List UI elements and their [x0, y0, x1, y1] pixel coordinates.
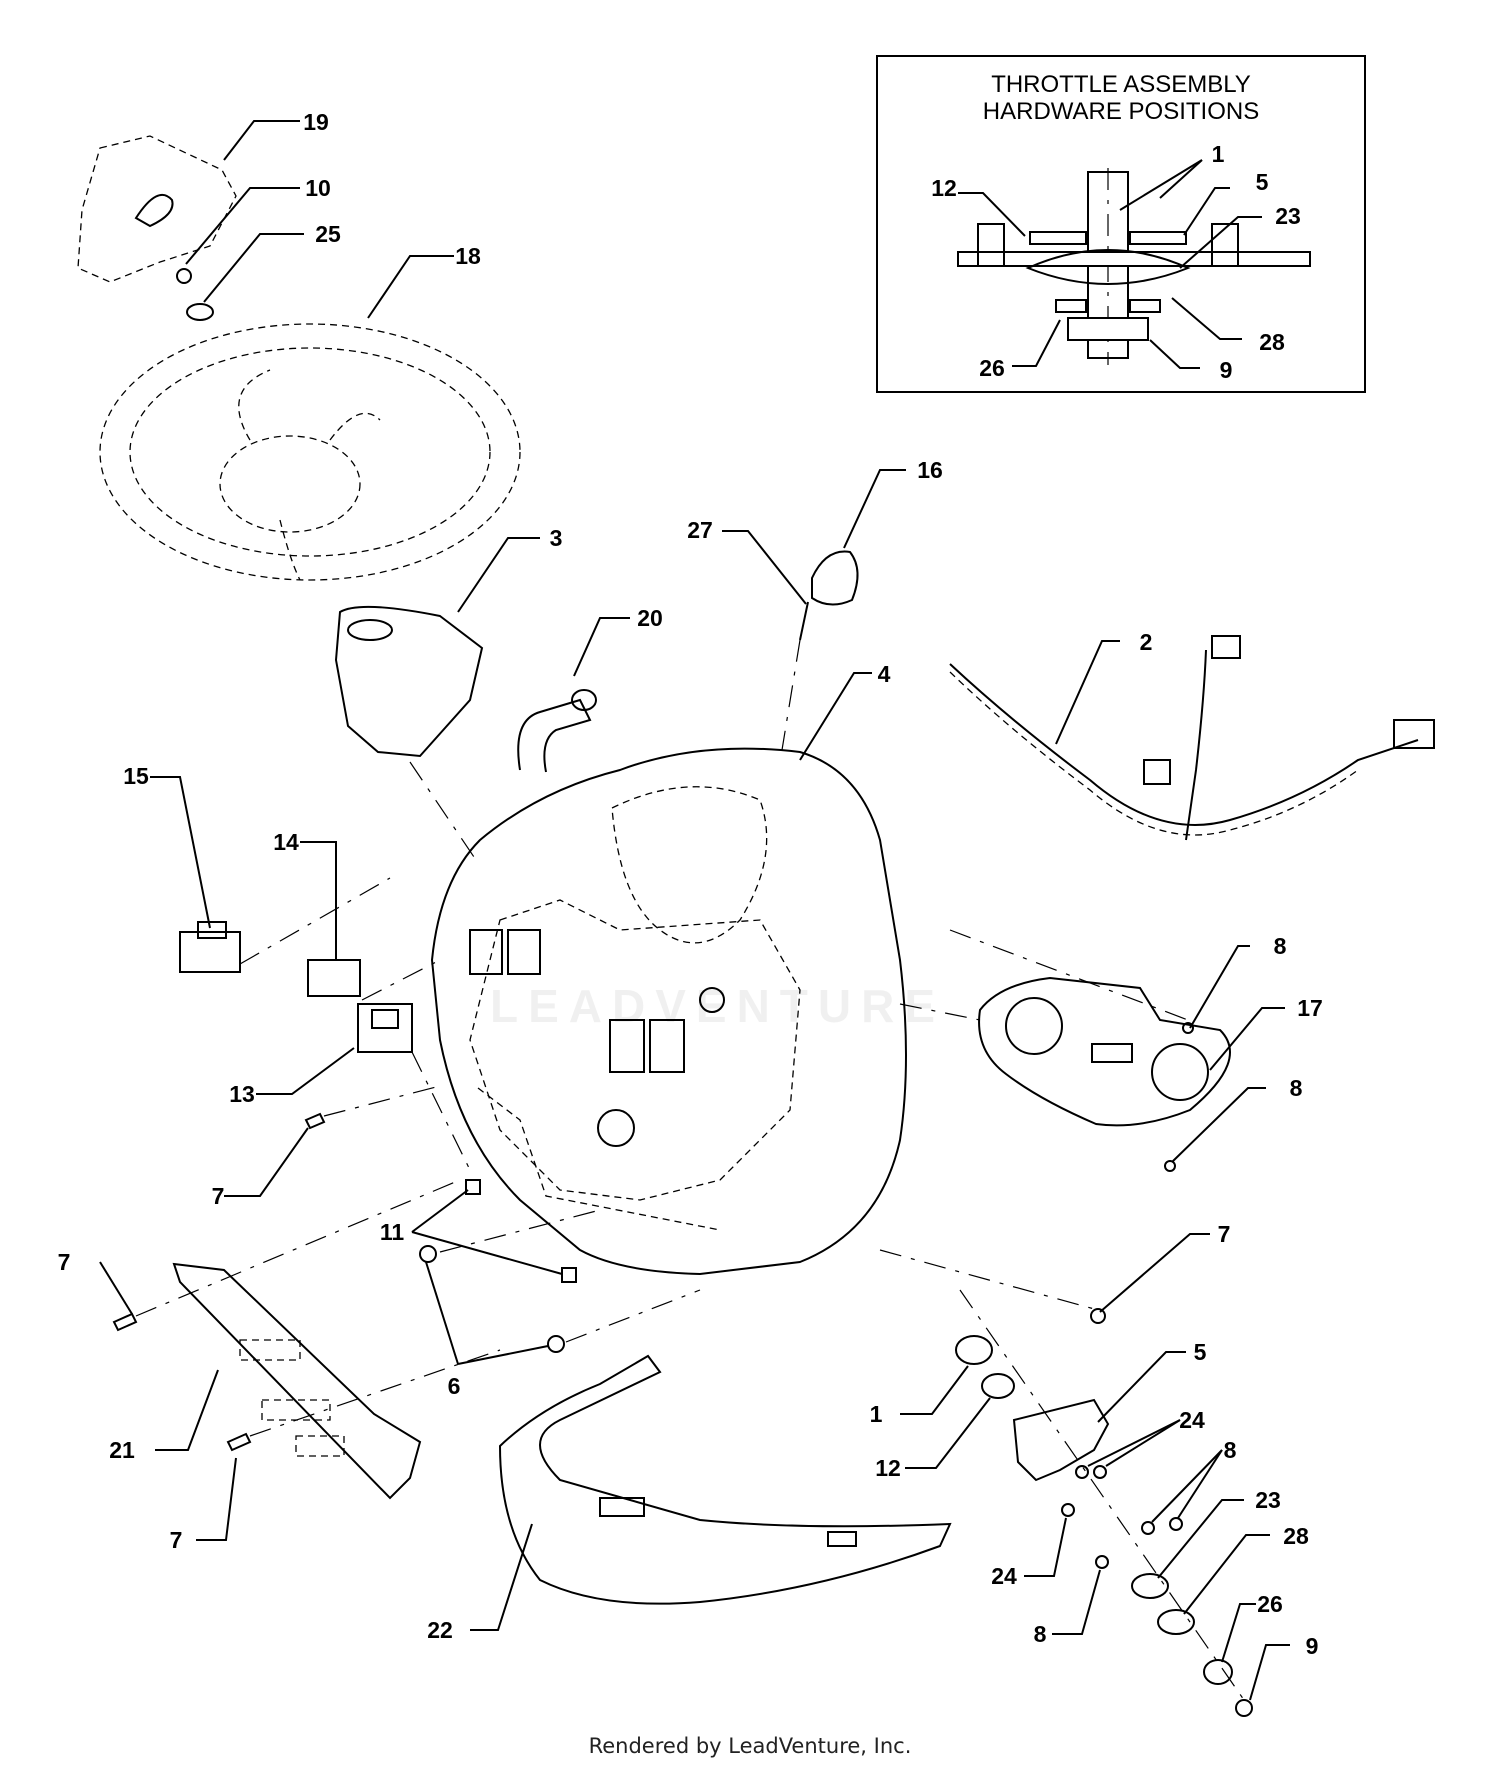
callout-8-a: 8 — [1274, 933, 1287, 959]
callout-16: 16 — [917, 457, 943, 483]
bushing-1 — [955, 1335, 993, 1365]
callout-24-a: 24 — [1179, 1407, 1205, 1433]
callout-8-d: 8 — [1034, 1621, 1047, 1647]
callout-19: 19 — [303, 109, 329, 135]
callout-23: 23 — [1255, 1487, 1281, 1513]
washer-23 — [1131, 1573, 1169, 1599]
column-boot — [334, 605, 484, 758]
callout-13: 13 — [229, 1081, 255, 1107]
screw-8b — [1169, 1517, 1183, 1531]
nut-9 — [1235, 1699, 1253, 1717]
throttle-bracket-5 — [1012, 1398, 1110, 1482]
dash-panel — [430, 747, 907, 1276]
screw-8-cluster-bottom — [1164, 1160, 1176, 1172]
switch-13 — [357, 1003, 413, 1053]
washer-26 — [1203, 1659, 1233, 1685]
screw-8-cluster-top — [1182, 1022, 1194, 1034]
callout-4: 4 — [878, 661, 891, 687]
instrument-cluster — [978, 976, 1231, 1127]
screw-8a — [1141, 1521, 1155, 1535]
washer-28 — [1157, 1609, 1195, 1635]
inset-callout-28: 28 — [1259, 329, 1285, 355]
throttle-lever — [517, 698, 592, 773]
steering-wheel — [99, 323, 521, 581]
clip-11b — [561, 1267, 577, 1283]
callout-11: 11 — [380, 1219, 405, 1245]
callout-27: 27 — [687, 517, 713, 543]
screw-7-right — [1090, 1308, 1106, 1324]
washer-25 — [186, 303, 214, 321]
nut-24b — [1093, 1465, 1107, 1479]
footer-credit: Rendered by LeadVenture, Inc. — [588, 1734, 912, 1758]
wire-harness — [949, 663, 1419, 826]
inset-callout-26: 26 — [979, 355, 1005, 381]
callout-12: 12 — [875, 1455, 901, 1481]
callout-22: 22 — [427, 1617, 453, 1643]
watermark: LEADVENTURE — [490, 980, 945, 1032]
inset-title-line1: THROTTLE ASSEMBLY — [991, 71, 1251, 98]
washer-12 — [981, 1373, 1015, 1399]
nut-24a — [1075, 1465, 1089, 1479]
callout-17: 17 — [1297, 995, 1323, 1021]
callout-7-a: 7 — [212, 1183, 225, 1209]
callout-7-c: 7 — [1218, 1221, 1231, 1247]
callout-5: 5 — [1194, 1339, 1207, 1365]
callout-15: 15 — [123, 763, 149, 789]
callout-26: 26 — [1257, 1591, 1283, 1617]
screw-8c — [1095, 1555, 1109, 1569]
part-sketches — [77, 135, 1435, 1717]
nut-10 — [176, 268, 192, 284]
screw-7-left-upper — [304, 1112, 326, 1130]
inset-callout-1: 1 — [1212, 141, 1225, 167]
callout-20: 20 — [637, 605, 663, 631]
screw-6b — [547, 1335, 565, 1353]
inset-callout-9: 9 — [1220, 357, 1233, 383]
screw-6a — [419, 1245, 437, 1263]
steering-cap — [77, 135, 237, 283]
callout-3: 3 — [550, 525, 563, 551]
leader-lines — [99, 120, 1290, 1701]
callout-2: 2 — [1140, 629, 1153, 655]
callouts: 1 5 12 23 28 26 9 19 10 25 18 3 20 27 16… — [58, 109, 1323, 1659]
callout-25: 25 — [315, 221, 341, 247]
ignition-key — [799, 601, 809, 641]
throttle-assembly-inset: THROTTLE ASSEMBLY HARDWARE POSITIONS — [876, 55, 1366, 393]
callout-1: 1 — [870, 1401, 883, 1427]
screw-7-lower — [226, 1432, 252, 1452]
access-panel — [172, 1262, 422, 1500]
nut-24c — [1061, 1503, 1075, 1517]
callout-14: 14 — [273, 829, 299, 855]
callout-8-c: 8 — [1224, 1437, 1237, 1463]
callout-24-b: 24 — [991, 1563, 1017, 1589]
callout-7-b: 7 — [58, 1249, 71, 1275]
callout-18: 18 — [455, 243, 481, 269]
switch-14 — [307, 959, 361, 997]
key-switch — [811, 550, 859, 606]
callout-10: 10 — [305, 175, 331, 201]
callout-9: 9 — [1306, 1633, 1319, 1659]
switch-15 — [179, 931, 241, 973]
inset-callout-23: 23 — [1275, 203, 1301, 229]
clip-11a — [465, 1179, 481, 1195]
center-lines — [135, 877, 1245, 1701]
inset-callout-5: 5 — [1256, 169, 1269, 195]
inset-callout-12: 12 — [931, 175, 957, 201]
callout-6: 6 — [448, 1373, 461, 1399]
inset-title-line2: HARDWARE POSITIONS — [983, 98, 1259, 125]
lower-trim — [498, 1354, 952, 1605]
callout-8-b: 8 — [1290, 1075, 1303, 1101]
callout-21: 21 — [109, 1437, 135, 1463]
screw-7-left — [112, 1312, 138, 1332]
callout-7-d: 7 — [170, 1527, 183, 1553]
callout-28: 28 — [1283, 1523, 1309, 1549]
